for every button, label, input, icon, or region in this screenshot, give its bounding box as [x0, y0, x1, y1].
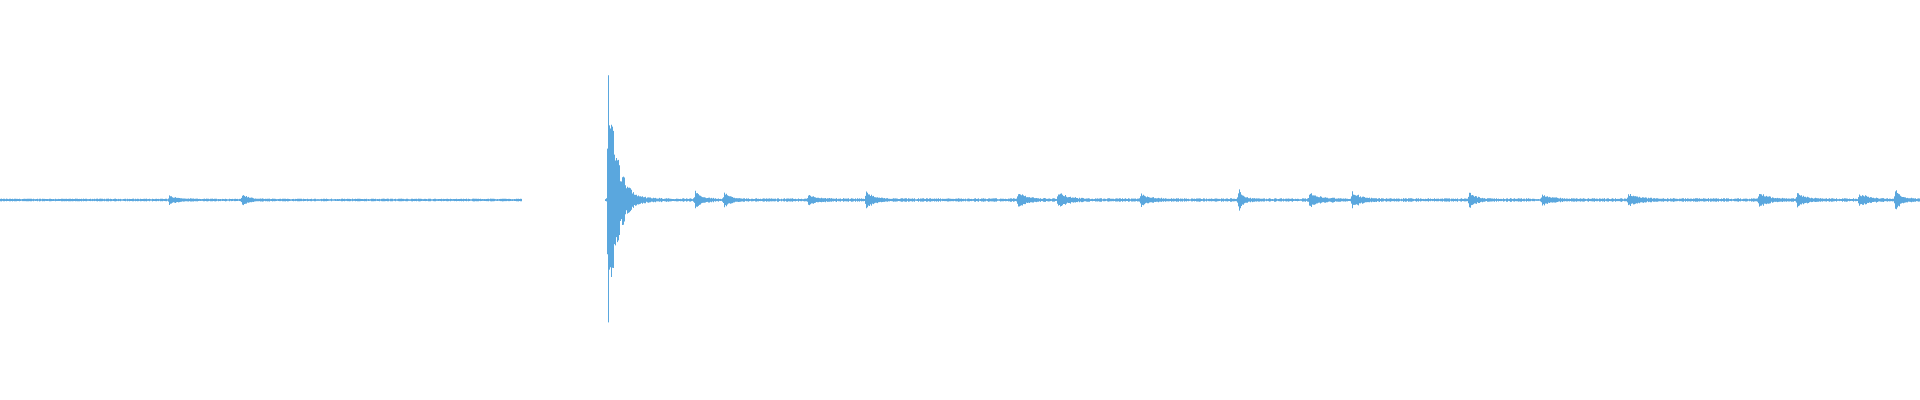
waveform-segment-1	[0, 195, 522, 206]
waveform-samples	[0, 75, 1920, 323]
waveform-segment-2	[605, 75, 1920, 323]
